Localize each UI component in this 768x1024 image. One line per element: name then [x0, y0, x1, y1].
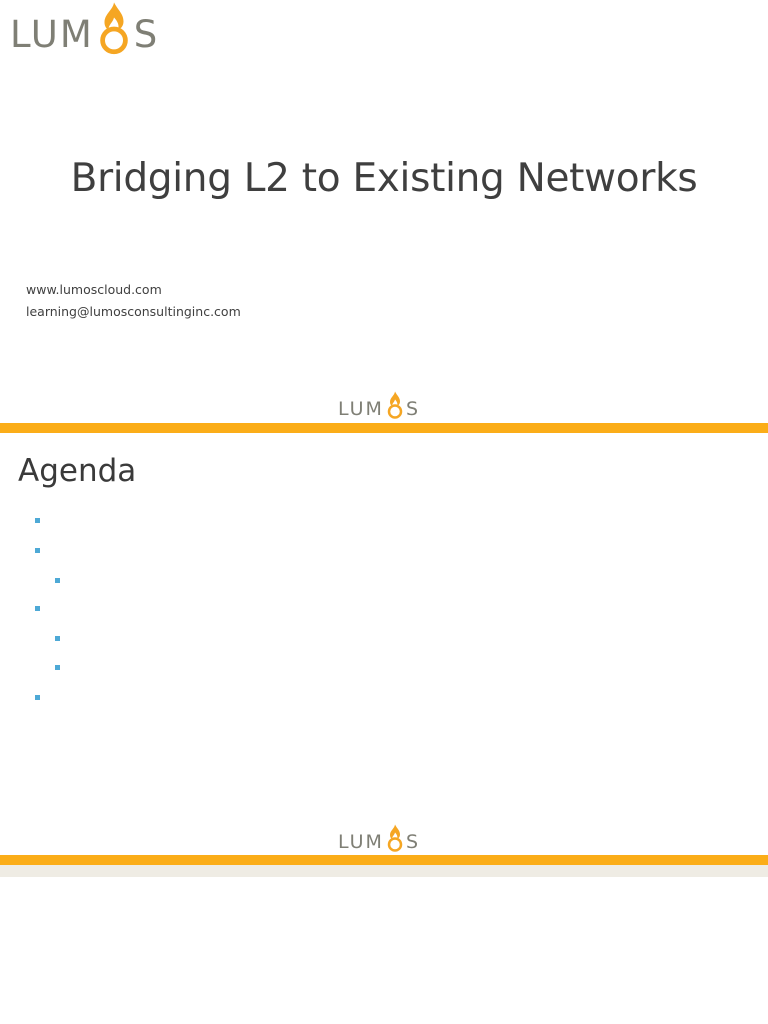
logo-text-left: LUM: [10, 13, 94, 56]
logo-text-right: S: [405, 831, 421, 853]
footer-logo: LUM S: [338, 823, 420, 853]
lumos-logo: LUM S: [10, 0, 159, 56]
accent-bar: [0, 855, 768, 865]
bullet-marker: [55, 636, 60, 641]
bullet-marker: [35, 695, 40, 700]
accent-bar: [0, 423, 768, 433]
logo-text-right: S: [133, 13, 160, 56]
logo-text-left: LUM: [338, 398, 384, 420]
website-text: www.lumoscloud.com: [26, 282, 162, 297]
flame-icon: [387, 391, 403, 419]
bullet-marker: [35, 518, 40, 523]
agenda-slide: Agenda LUM S: [0, 433, 768, 865]
email-text: learning@lumosconsultinginc.com: [26, 304, 241, 319]
bullet-marker: [35, 548, 40, 553]
bullet-marker: [55, 665, 60, 670]
flame-icon: [100, 2, 128, 55]
flame-icon: [387, 824, 403, 852]
footer-logo: LUM S: [338, 390, 420, 420]
logo-text-right: S: [405, 398, 421, 420]
slide-title: Bridging L2 to Existing Networks: [70, 156, 698, 201]
bullet-marker: [35, 606, 40, 611]
agenda-heading: Agenda: [18, 453, 137, 489]
logo-text-left: LUM: [338, 831, 384, 853]
slide-gap: [0, 865, 768, 877]
bullet-marker: [55, 578, 60, 583]
title-slide: LUM S Bridging L2 to Existing Networks w…: [0, 0, 768, 433]
